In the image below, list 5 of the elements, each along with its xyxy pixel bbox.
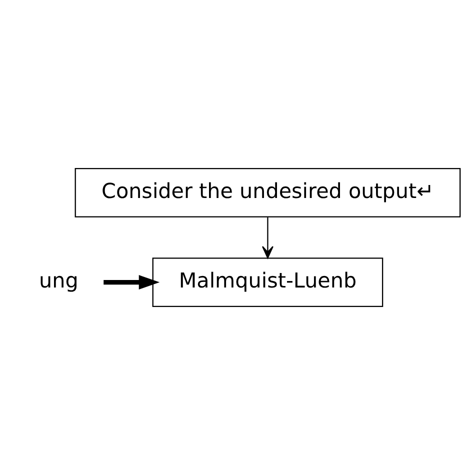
arrow xyxy=(262,216,274,258)
node-box: Consider the undesired output↵ xyxy=(74,168,461,217)
node-box: Malmquist-Luenb xyxy=(152,257,384,306)
arrow xyxy=(104,274,160,290)
node-text: ung xyxy=(39,268,78,292)
